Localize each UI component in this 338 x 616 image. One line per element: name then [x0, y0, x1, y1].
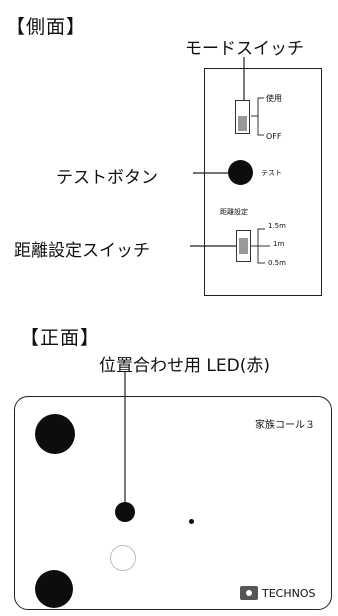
distance-bracket-top — [251, 228, 265, 247]
front-circle-bottom-left — [35, 570, 73, 608]
product-name: 家族コール３ — [255, 420, 315, 431]
side-view-title: 【側面】 — [6, 16, 87, 38]
distance-option-2: 1m — [273, 240, 285, 248]
distance-option-3: 0.5m — [268, 259, 286, 267]
led-indicator — [115, 502, 135, 522]
mode-switch-knob — [238, 116, 247, 131]
distance-switch — [236, 230, 251, 262]
mode-use-label: 使用 — [266, 94, 282, 103]
mode-bracket-bottom — [257, 116, 264, 136]
front-view-title: 【正面】 — [20, 327, 101, 349]
test-button-callout: テストボタン — [56, 168, 158, 188]
brand-name: TECHNOS — [262, 587, 316, 600]
mode-off-label: OFF — [266, 132, 282, 141]
sensor-circle — [110, 545, 136, 571]
side-panel — [204, 68, 322, 296]
distance-header: 距離設定 — [220, 208, 248, 216]
mode-bracket-top — [251, 97, 264, 117]
front-panel — [14, 396, 332, 610]
mode-switch-callout: モードスイッチ — [185, 39, 304, 59]
test-small-label: テスト — [261, 169, 282, 177]
distance-option-1: 1.5m — [268, 222, 286, 230]
mode-switch — [235, 100, 250, 134]
small-dot — [189, 519, 194, 524]
distance-switch-knob — [239, 238, 248, 254]
front-circle-top-left — [35, 414, 75, 454]
distance-bracket-bottom — [257, 246, 265, 264]
distance-switch-callout: 距離設定スイッチ — [14, 241, 150, 261]
test-button — [228, 160, 253, 185]
led-callout: 位置合わせ用 LED(赤) — [99, 356, 270, 376]
brand-logo-icon — [240, 586, 258, 600]
